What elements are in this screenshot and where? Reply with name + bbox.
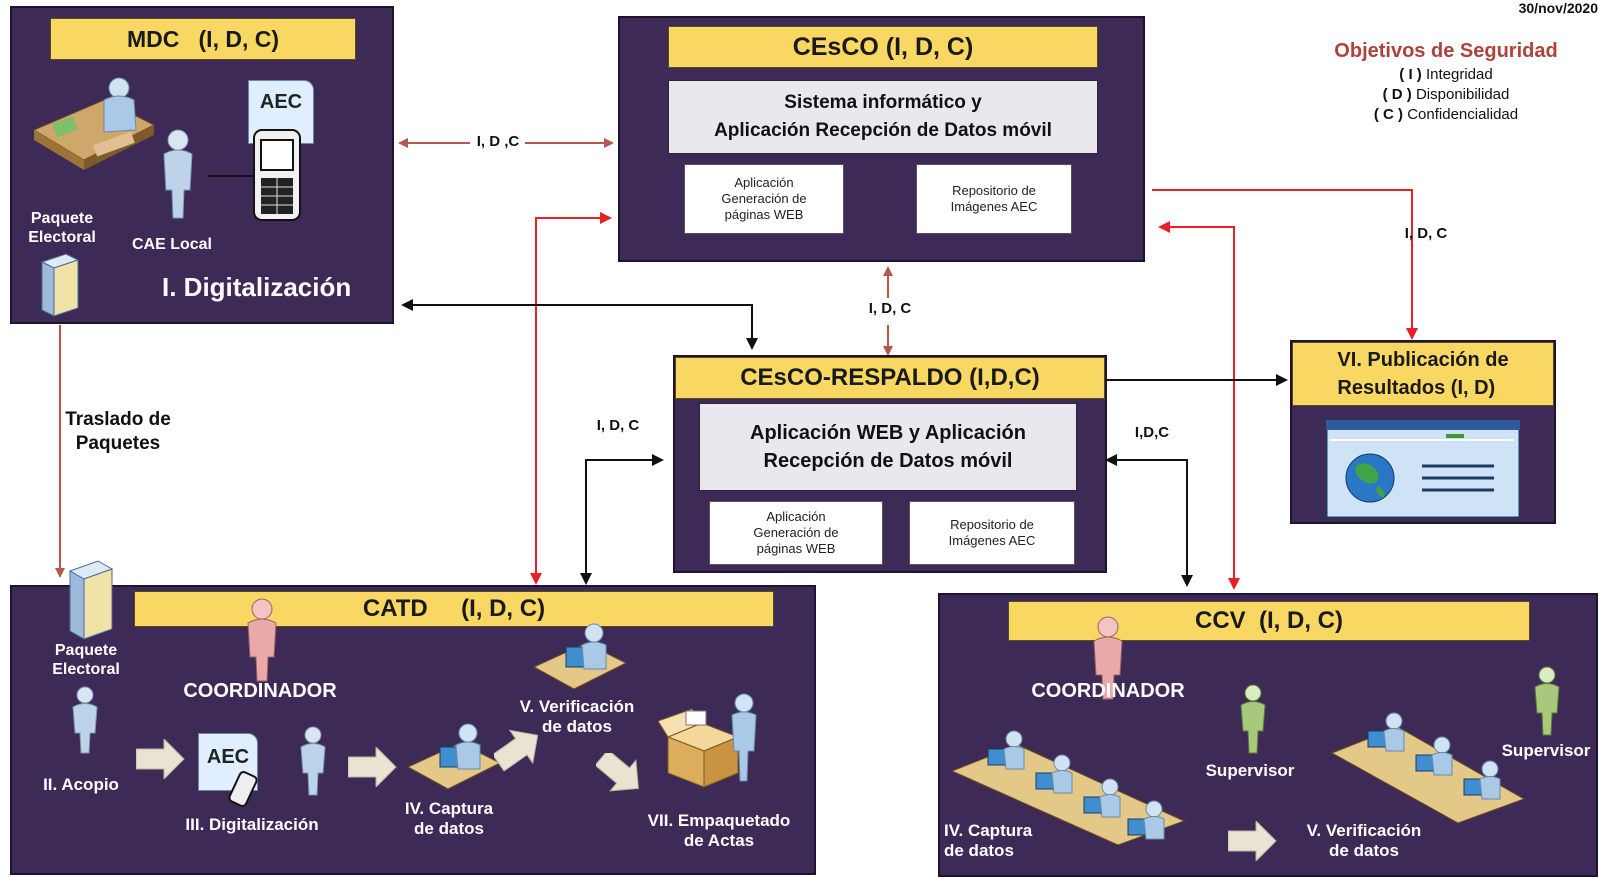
ccv-supervisor2-label: Supervisor: [1501, 741, 1591, 760]
mdc-cae-label: CAE Local: [131, 236, 212, 253]
ccv-panel: CCV (I, D, C) COORDINADOR Supervisor Sup…: [938, 593, 1598, 877]
coordinator-icon: [1093, 616, 1123, 700]
legend-code: ( C ): [1373, 106, 1404, 123]
catd-empaquetado-label: VII. Empaquetado de Actas: [647, 811, 791, 851]
cesco-repo-box: Repositorio de Imágenes AEC: [916, 164, 1072, 234]
aec-label: AEC: [259, 91, 303, 113]
catd-coordinador-label: COORDINADOR: [183, 680, 337, 702]
cesco-system-box: Sistema informático y Aplicación Recepci…: [668, 80, 1098, 154]
flow-arrow-icon: [348, 747, 397, 787]
link-mdc-respaldo: [401, 299, 758, 350]
legend-label: Integridad: [1425, 66, 1493, 83]
catd-acopio-label: II. Acopio: [43, 775, 119, 794]
workstation-row-icon: [950, 730, 1186, 845]
workstation-icon: [406, 723, 502, 790]
supervisor-icon: [1534, 666, 1560, 736]
link-respaldo-ccv: [1105, 454, 1193, 587]
mdc-panel: MDC (I, D, C) AEC Paquete Electoral CAE …: [10, 6, 394, 324]
publicacion-panel: VI. Publicación de Resultados (I, D): [1290, 340, 1556, 524]
respaldo-title: CEsCO-RESPALDO (I,D,C): [675, 357, 1105, 399]
cesco-title: CEsCO (I, D, C): [668, 26, 1098, 68]
link-cesco-ccv: [1158, 221, 1240, 590]
link-cesco-publicacion: [1152, 189, 1418, 340]
mdc-paquete-label: Paquete Electoral: [28, 210, 96, 247]
flow-arrow-icon: [136, 739, 185, 779]
person-icon: [163, 129, 193, 219]
flow-arrow-icon: [596, 753, 639, 792]
legend-title: Objetivos de Seguridad: [1334, 40, 1558, 62]
catd-verificacion-label: V. Verificación de datos: [519, 697, 635, 737]
person-icon: [300, 726, 326, 796]
link-label-cesco-respaldo: I, D, C: [868, 300, 912, 317]
link-label-cesco-publicacion: I, D, C: [1404, 225, 1448, 242]
catd-title: CATD (I, D, C): [134, 591, 774, 627]
legend-item: ( I ) Integridad: [1298, 66, 1594, 83]
legend-code: ( I ): [1399, 66, 1422, 83]
package-box-icon: [658, 693, 757, 788]
ccv-supervisor1-label: Supervisor: [1205, 761, 1295, 780]
workstation-row-icon: [1330, 712, 1526, 824]
legend: Objetivos de Seguridad ( I ) Integridad …: [1298, 40, 1594, 123]
desk-worker-icon: [32, 77, 156, 170]
mobile-phone-icon: [253, 129, 301, 221]
legend-item: ( C ) Confidencialidad: [1298, 106, 1594, 123]
mdc-stage-label: I. Digitalización: [162, 272, 352, 302]
mdc-title: MDC (I, D, C): [50, 18, 356, 60]
ballot-box-icon: [68, 560, 114, 640]
web-page-icon: [1326, 420, 1520, 518]
coordinator-icon: [247, 598, 277, 682]
cesco-app-web-box: Aplicación Generación de páginas WEB: [684, 164, 844, 234]
respaldo-repo-box: Repositorio de Imágenes AEC: [909, 501, 1075, 565]
legend-label: Confidencialidad: [1407, 106, 1519, 123]
legend-item: ( D ) Disponibilidad: [1298, 86, 1594, 103]
respaldo-system-box: Aplicación WEB y Aplicación Recepción de…: [699, 403, 1077, 491]
traslado-label: Traslado de Paquetes: [65, 409, 171, 454]
cesco-panel: CEsCO (I, D, C) Sistema informático y Ap…: [618, 16, 1145, 262]
workstation-icon: [532, 623, 628, 690]
link-label-respaldo-ccv: I,D,C: [1134, 424, 1170, 441]
legend-label: Disponibilidad: [1415, 86, 1510, 103]
ccv-title: CCV (I, D, C): [1008, 601, 1530, 641]
link-respaldo-catd: [580, 454, 664, 585]
flow-arrow-icon: [1228, 821, 1277, 861]
link-label-respaldo-catd: I, D, C: [596, 417, 640, 434]
ccv-coordinador-label: COORDINADOR: [1031, 680, 1185, 702]
supervisor-icon: [1240, 684, 1266, 754]
cae-to-phone-line: [208, 175, 254, 177]
flow-arrow-icon: [494, 729, 539, 772]
ballot-box-icon: [40, 253, 80, 317]
ccv-captura-label: IV. Captura de datos: [944, 821, 1033, 861]
publicacion-title: VI. Publicación de Resultados (I, D): [1292, 342, 1554, 406]
catd-paquete-label: Paquete Electoral: [52, 642, 120, 679]
link-label-mdc-cesco: I, D ,C: [476, 133, 520, 150]
ccv-verificacion-label: V. Verificación de datos: [1306, 821, 1422, 861]
respaldo-app-web-box: Aplicación Generación de páginas WEB: [709, 501, 883, 565]
link-cesco-catd: [530, 212, 612, 585]
legend-code: ( D ): [1382, 86, 1412, 103]
catd-aec-label: AEC: [206, 746, 250, 768]
catd-captura-label: IV. Captura de datos: [404, 799, 494, 839]
catd-digitalizacion-label: III. Digitalización: [185, 815, 319, 834]
mobile-phone-icon: [228, 771, 258, 807]
catd-panel: CATD (I, D, C) Paquete Electoral COORDIN…: [10, 560, 816, 875]
person-icon: [72, 686, 98, 754]
respaldo-panel: CEsCO-RESPALDO (I,D,C) Aplicación WEB y …: [673, 355, 1107, 573]
date-label: 30/nov/2020: [1518, 0, 1598, 16]
